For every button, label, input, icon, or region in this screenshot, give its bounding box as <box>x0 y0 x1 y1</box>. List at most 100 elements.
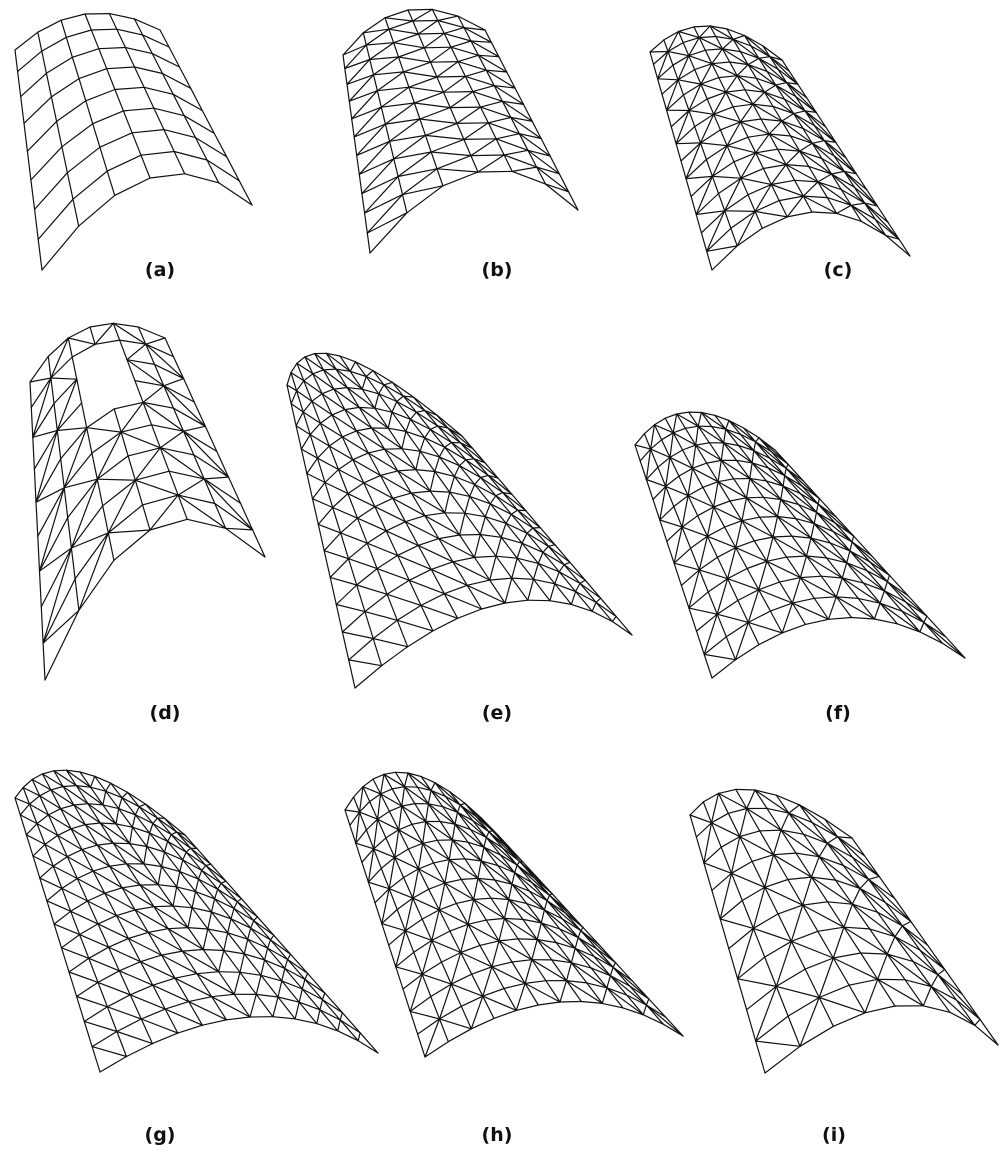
mesh-edge-long <box>582 926 600 946</box>
mesh-edge-arc <box>652 50 669 65</box>
mesh-edge-long <box>857 597 876 620</box>
mesh-edge-arc <box>346 58 371 85</box>
mesh-edge-long <box>410 492 426 517</box>
mesh-edge-arc <box>695 822 713 838</box>
mesh-edge-long <box>362 786 371 803</box>
mesh-edge-arc <box>470 154 505 157</box>
mesh-edge-arc <box>706 91 727 100</box>
mesh-edge-diag <box>366 212 408 234</box>
mesh-edge-diag <box>804 110 817 114</box>
mesh-panel-b <box>342 8 579 254</box>
mesh-edge-arc <box>500 536 523 544</box>
mesh-edge-long <box>421 973 432 998</box>
mesh-edge-long <box>438 909 451 932</box>
mesh-edge-diag <box>355 842 375 850</box>
mesh-edge-long <box>380 106 386 125</box>
mesh-edge-diag <box>451 839 482 862</box>
mesh-edge-long <box>450 46 459 63</box>
mesh-edge-long <box>726 145 735 163</box>
mesh-edge-arc <box>464 858 482 862</box>
mesh-edge-long <box>210 911 229 934</box>
mesh-edge-diag <box>70 828 98 846</box>
mesh-edge-arc <box>129 984 154 996</box>
mesh-edge-diag <box>436 168 479 173</box>
mesh-edge-arc <box>711 61 731 65</box>
mesh-edge-long <box>142 401 153 426</box>
mesh-edge-diag <box>316 457 340 471</box>
mesh-edge-arc <box>312 369 325 375</box>
mesh-edge-diag <box>836 836 853 839</box>
mesh-edge-arc <box>730 860 753 874</box>
mesh-edge-diag <box>182 425 206 432</box>
mesh-edge-long <box>567 191 579 211</box>
mesh-edge-diag <box>673 526 683 564</box>
mesh-edge-diag <box>50 377 78 380</box>
mesh-edge-diag <box>309 434 330 447</box>
mesh-edge-arc <box>886 953 914 963</box>
mesh-edge-arc <box>218 182 253 206</box>
mesh-edge-arc <box>768 133 792 137</box>
mesh-edge-arc <box>194 890 216 900</box>
mesh-edge-arc <box>126 359 156 365</box>
mesh-edge-diag <box>675 142 702 145</box>
mesh-edge-arc <box>321 998 343 1014</box>
mesh-edge-long <box>777 913 793 942</box>
mesh-edge-long <box>206 159 220 184</box>
mesh-edge-arc <box>145 803 166 819</box>
mesh-edge-arc <box>197 878 219 890</box>
mesh-edge-diag <box>601 987 608 1005</box>
mesh-edge-long <box>349 824 357 844</box>
mesh-edge-long <box>44 843 54 867</box>
mesh-edge-arc <box>427 803 444 808</box>
mesh-edge-diag <box>415 409 426 413</box>
mesh-edge-diag <box>697 425 725 444</box>
mesh-edge-arc <box>709 25 728 30</box>
mesh-edge-diag <box>790 904 804 942</box>
mesh-edge-diag <box>306 472 326 484</box>
mesh-edge-arc <box>832 952 862 959</box>
mesh-edge-diag <box>764 886 804 906</box>
mesh-edge-arc <box>818 856 845 867</box>
mesh-edge-arc <box>896 623 921 633</box>
mesh-edge-long <box>220 882 238 903</box>
mesh-edge-arc <box>205 864 227 882</box>
mesh-edge-diag <box>203 478 254 531</box>
caption-c: (c) <box>823 259 853 281</box>
mesh-edge-diag <box>76 877 106 894</box>
mesh-edge-long <box>802 127 813 144</box>
mesh-edge-diag <box>355 811 361 844</box>
mesh-edge-diag <box>44 843 68 858</box>
mesh-edge-long <box>820 575 837 598</box>
mesh-edge-long <box>60 19 67 38</box>
mesh-edge-diag <box>436 60 459 78</box>
caption-a: (a) <box>144 259 176 281</box>
mesh-edge-diag <box>836 836 880 878</box>
mesh-edge-long <box>455 902 469 925</box>
mesh-edge-long <box>776 515 793 537</box>
mesh-edge-long <box>253 919 272 941</box>
mesh-edge-long <box>40 606 44 644</box>
mesh-edge-arc <box>373 837 387 850</box>
mesh-edge-arc <box>661 79 679 95</box>
mesh-edge-arc <box>17 50 43 73</box>
mesh-edge-arc <box>495 138 529 151</box>
mesh-edge-long <box>438 1018 449 1043</box>
mesh-edge-diag <box>503 898 510 920</box>
mesh-edge-long <box>834 522 853 543</box>
mesh-edge-arc <box>755 77 777 86</box>
mesh-edge-long <box>86 427 93 454</box>
mesh-edge-long <box>516 509 534 529</box>
mesh-edge-arc <box>160 865 181 873</box>
mesh-edge-diag <box>188 1000 228 1021</box>
mesh-edge-diag <box>785 463 789 469</box>
mesh-edge-diag <box>351 106 382 120</box>
mesh-edge-long <box>185 851 203 872</box>
mesh-edge-diag <box>491 966 526 985</box>
mesh-edge-arc <box>361 388 380 395</box>
mesh-edge-long <box>296 390 304 413</box>
mesh-edge-long <box>311 400 321 424</box>
mesh-edge-long <box>84 823 98 846</box>
mesh-edge-long <box>717 481 731 502</box>
mesh-edge-long <box>129 994 142 1020</box>
mesh-edge-long <box>787 878 804 906</box>
